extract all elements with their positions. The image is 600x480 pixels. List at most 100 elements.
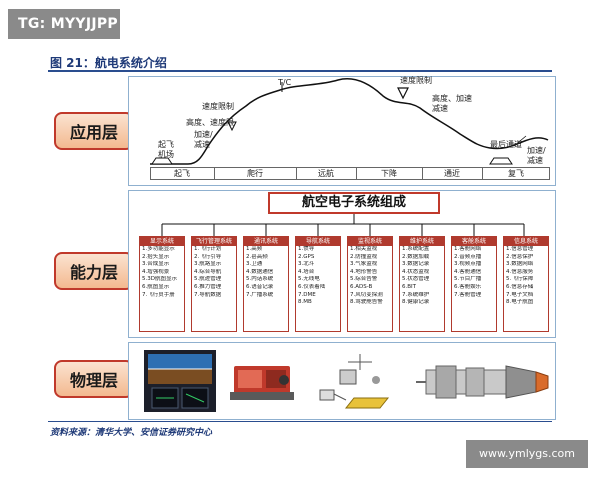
subsystem-maintenance: 维护系统 1.系统配置 2.数据加载 3.数据记录 4.状态监视 5.状态管理 … <box>399 236 445 332</box>
jet-engine-image <box>416 365 549 399</box>
phase-divider <box>296 167 297 180</box>
subsystem-title: 显示系统 <box>140 237 184 246</box>
flight-profile-diagram <box>150 78 549 165</box>
speed-limit-label-right: 速度限制 <box>400 76 432 85</box>
subsystem-item: 8.MB <box>298 299 312 306</box>
subsystem-item: 7.风切变探测 <box>350 291 383 298</box>
shortest-channel-label: 最后通道 <box>490 140 522 149</box>
avionics-hardware-image <box>230 366 294 400</box>
subsystem-navigation: 导航系统 1.惯导 2.GPS 3.北斗 4.塔台 5.无线电 6.仪表着陆 7… <box>295 236 341 332</box>
subsystem-item: 4.综合导航 <box>194 268 222 275</box>
subsystem-item: 7.飞行员手册 <box>142 291 175 298</box>
layer-application: 应用层 <box>54 112 134 150</box>
subsystem-title: 客舱系统 <box>452 237 496 246</box>
subsystem-communication: 通讯系统 1.高频 2.甚高频 3.卫通 4.数据通信 5.内话系统 6.语音记… <box>243 236 289 332</box>
subsystem-item: 4.客舱通信 <box>454 268 482 275</box>
subsystem-item: 3.北斗 <box>298 261 315 268</box>
subsystem-item: 1.惯导 <box>298 246 315 252</box>
phase-climb: 爬行 <box>247 169 263 178</box>
phase-cruise: 远航 <box>318 169 334 178</box>
subsystem-item: 5.飞行保障 <box>506 276 534 283</box>
takeoff-airport-label: 起飞 机场 <box>158 140 174 159</box>
subsystem-item: 3.卫通 <box>246 261 263 268</box>
layer-capability: 能力层 <box>54 252 134 290</box>
accel-label-left: 加速/ 减速 <box>194 130 213 149</box>
altitude-speed-label: 高度、速度限 <box>186 118 234 127</box>
speed-limit-label-left: 速度限制 <box>202 102 234 111</box>
subsystem-item: 2.飞行引导 <box>194 253 222 260</box>
footer-rule <box>48 421 552 422</box>
subsystem-title: 通讯系统 <box>244 237 288 246</box>
cockpit-display-image <box>144 350 216 412</box>
phase-descent: 下降 <box>381 169 397 178</box>
phase-divider <box>214 167 215 180</box>
phase-divider <box>422 167 423 180</box>
subsystem-title: 导航系统 <box>296 237 340 246</box>
subsystem-title: 监视系统 <box>348 237 392 246</box>
speed-limit-marker <box>227 121 237 132</box>
subsystem-item: 1.信息管理 <box>506 246 534 252</box>
subsystem-item: 3.数据网络 <box>506 261 534 268</box>
subsystem-item: 4.增强视景 <box>142 268 170 275</box>
subsystem-item: 6.客舱娱乐 <box>454 283 482 290</box>
subsystem-item: 3.视频点播 <box>454 261 482 268</box>
subsystem-item: 6.语音记录 <box>246 283 274 290</box>
phase-approach: 通近 <box>444 169 460 178</box>
subsystem-item: 6.BIT <box>402 283 417 290</box>
subsystem-title: 维护系统 <box>400 237 444 246</box>
subsystem-item: 6.推力管理 <box>194 283 222 290</box>
subsystem-item: 1.客舱网络 <box>454 246 482 252</box>
subsystem-title: 信息系统 <box>504 237 548 246</box>
flight-path-curve <box>150 78 549 165</box>
subsystem-item: 1.飞行计划 <box>194 246 222 252</box>
subsystem-item: 5.3D航图显示 <box>142 276 177 283</box>
subsystem-display: 显示系统 1.多功能显示 2.抬头显示 3.合成显示 4.增强视景 5.3D航图… <box>139 236 185 332</box>
subsystem-item: 5.无线电 <box>298 276 320 283</box>
takeoff-runway-marker <box>151 157 173 165</box>
subsystem-item: 4.地形警告 <box>350 268 378 275</box>
subsystem-item: 2.甚高频 <box>246 253 268 260</box>
subsystem-item: 1.多功能显示 <box>142 246 175 252</box>
phase-takeoff: 起飞 <box>174 169 190 178</box>
subsystem-item: 7.系统维护 <box>402 291 430 298</box>
sensor-schematic-image <box>319 354 390 409</box>
subsystem-item: 5.综合告警 <box>350 276 378 283</box>
subsystem-item: 3.合成显示 <box>142 261 170 268</box>
subsystem-flight-management: 飞行管理系统 1.飞行计划 2.飞行引导 3.航路显示 4.综合导航 5.航迹管… <box>191 236 237 332</box>
subsystem-item: 8.电子航图 <box>506 299 534 306</box>
subsystem-item: 3.航路显示 <box>194 261 222 268</box>
subsystem-information: 信息系统 1.信息管理 2.信息保护 3.数据网络 4.信息服务 5.飞行保障 … <box>503 236 549 332</box>
subsystem-item: 1.系统配置 <box>402 246 430 252</box>
phase-divider <box>356 167 357 180</box>
subsystem-cabin: 客舱系统 1.客舱网络 2.音频点播 3.视频点播 4.客舱通信 5.节目广播 … <box>451 236 497 332</box>
speed-limit-marker-right <box>397 87 409 100</box>
subsystem-item: 2.抬头显示 <box>142 253 170 260</box>
tree-connectors <box>161 214 525 236</box>
landing-runway-marker <box>489 157 513 165</box>
subsystem-item: 4.状态监视 <box>402 268 430 275</box>
subsystem-item: 8.健康记录 <box>402 299 430 306</box>
subsystem-item: 7.客舱管理 <box>454 291 482 298</box>
subsystem-item: 5.节目广播 <box>454 276 482 283</box>
subsystem-item: 1.高频 <box>246 246 263 252</box>
subsystem-item: 5.航迹管理 <box>194 276 222 283</box>
title-rule <box>48 70 552 72</box>
altitude-accel-label: 高度、加速 减速 <box>432 94 472 113</box>
subsystem-item: 1.相关监视 <box>350 246 378 252</box>
subsystem-item: 5.内话系统 <box>246 276 274 283</box>
subsystem-item: 2.GPS <box>298 253 315 260</box>
phase-go-around: 复飞 <box>508 169 524 178</box>
accel-leader-right <box>513 135 527 147</box>
subsystem-surveillance: 监视系统 1.相关监视 2.防撞监视 3.气象监视 4.地形警告 5.综合告警 … <box>347 236 393 332</box>
subsystem-item: 4.信息服务 <box>506 268 534 275</box>
subsystem-item: 2.信息保护 <box>506 253 534 260</box>
tc-label: T/C <box>278 78 292 87</box>
subsystem-item: 7.导航数据 <box>194 291 222 298</box>
avionics-composition-box: 航空电子系统组成 <box>268 192 440 214</box>
subsystem-item: 3.数据记录 <box>402 261 430 268</box>
subsystem-item: 5.状态管理 <box>402 276 430 283</box>
website-watermark: www.ymlygs.com <box>466 440 588 468</box>
accel-label-right: 加速/ 减速 <box>527 146 546 165</box>
subsystem-item: 6.仪表着陆 <box>298 283 326 290</box>
subsystem-item: 4.塔台 <box>298 268 315 275</box>
